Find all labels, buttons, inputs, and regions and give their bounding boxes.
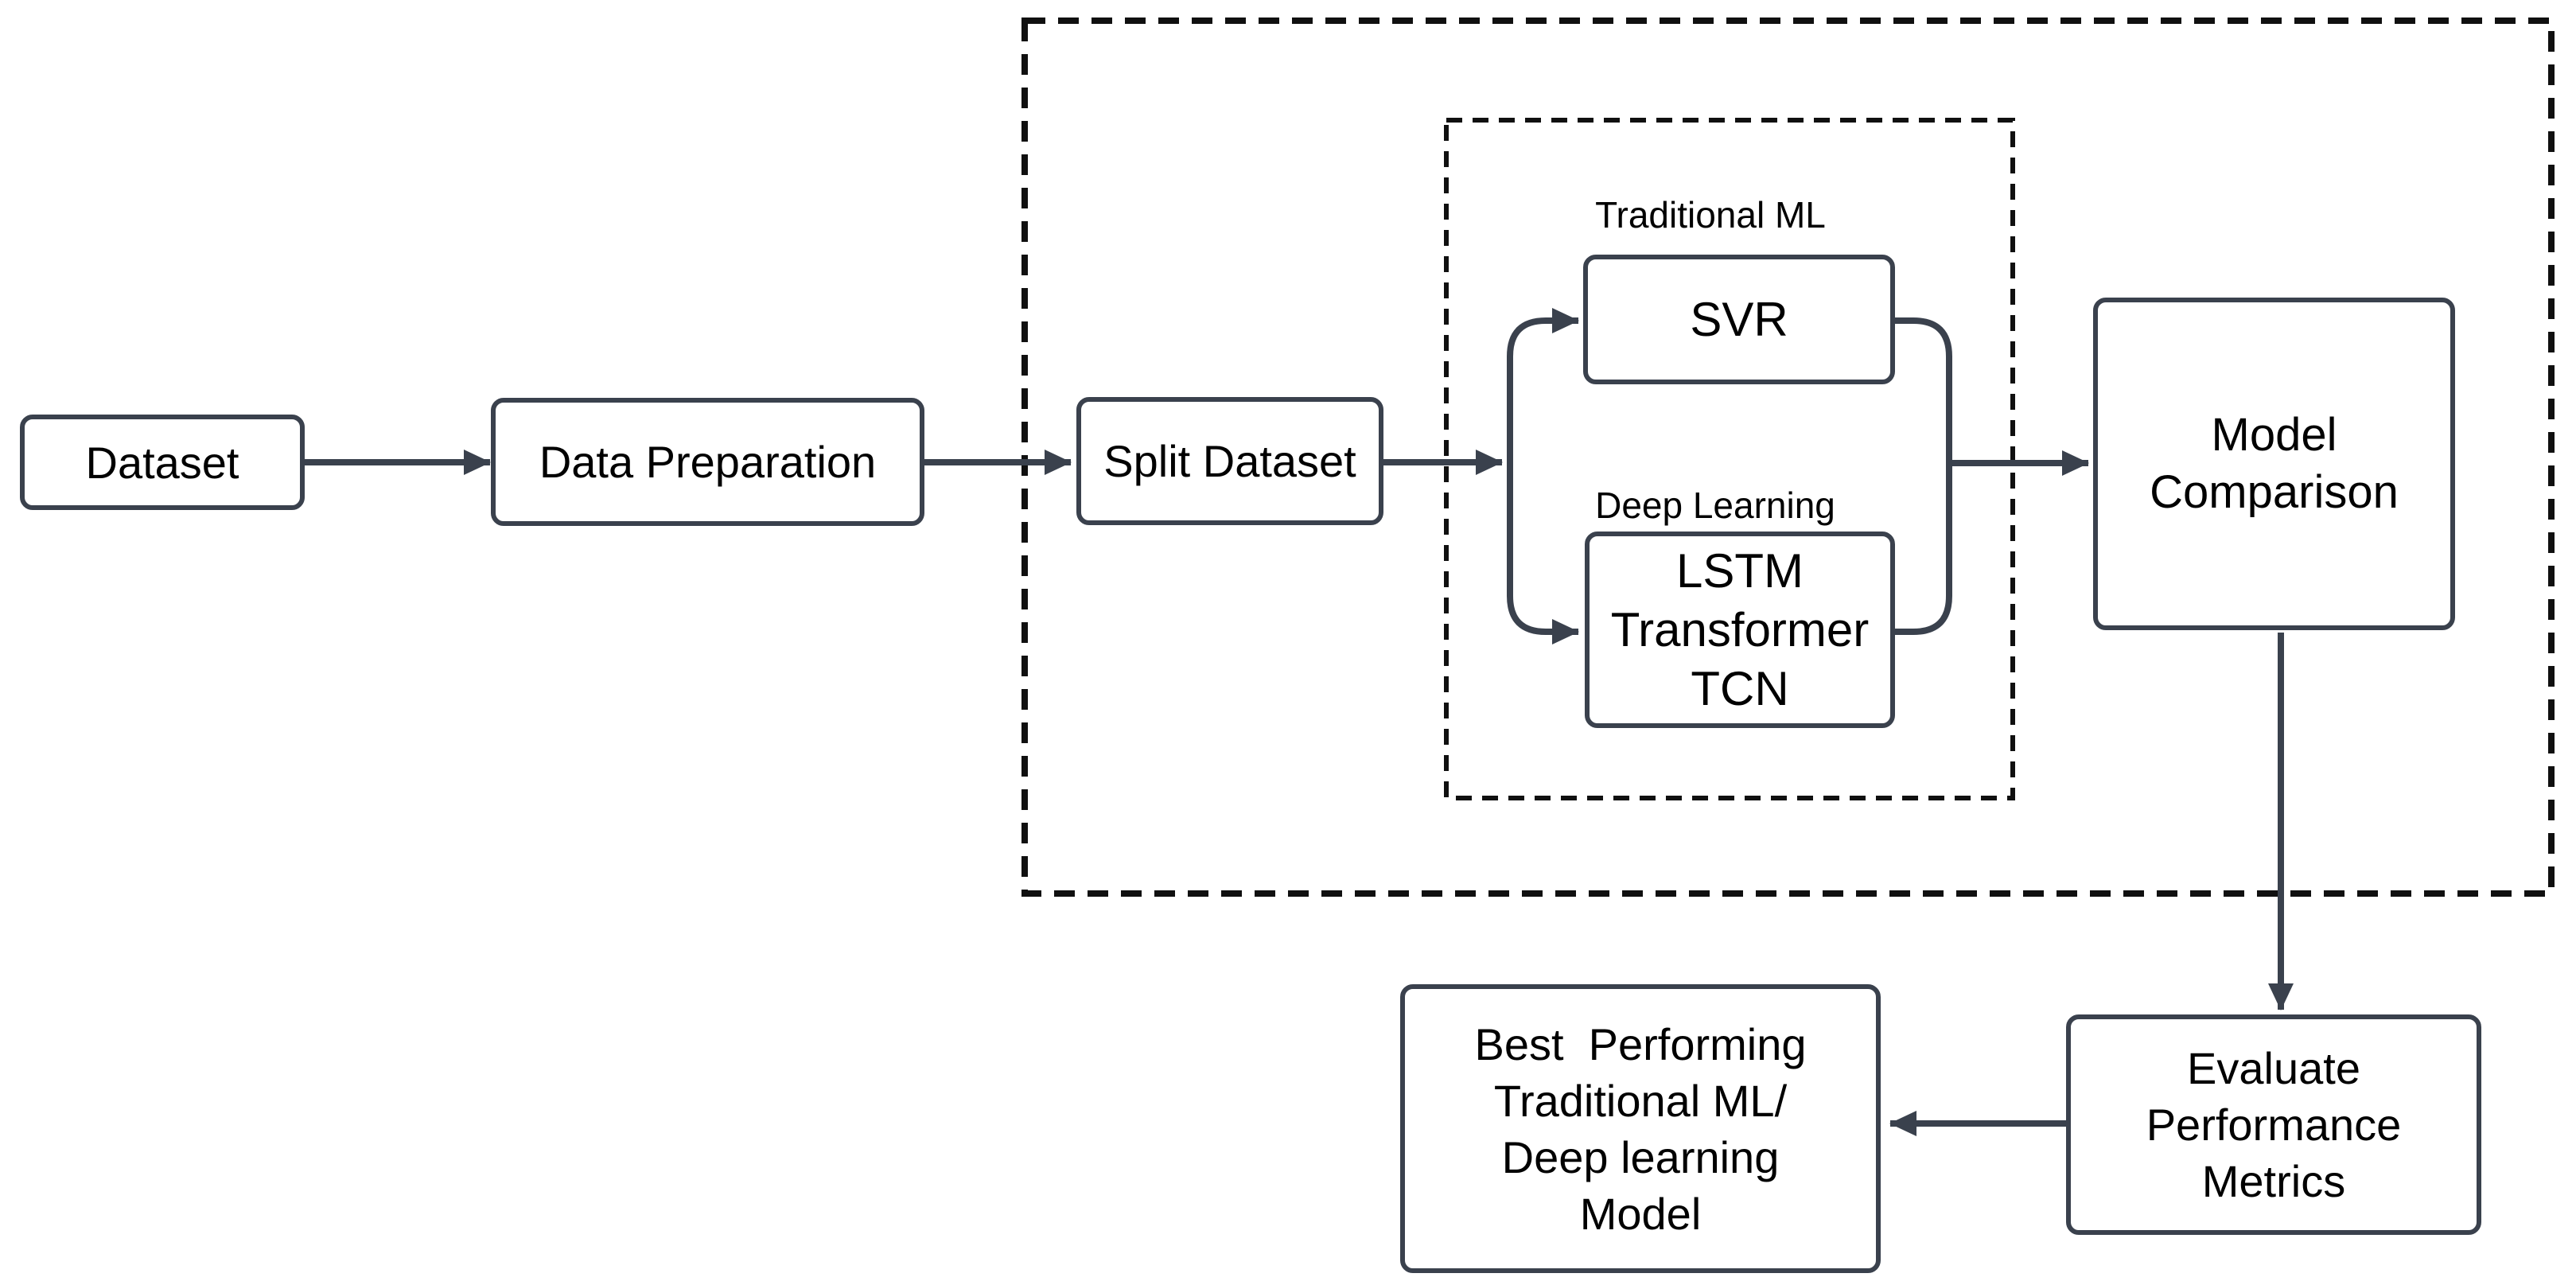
node-dataset-label: Dataset xyxy=(85,437,239,488)
node-evaluate-metrics-line-3: Metrics xyxy=(2201,1156,2346,1206)
node-split-dataset-label: Split Dataset xyxy=(1103,436,1356,486)
node-data-preparation: Data Preparation xyxy=(491,398,924,526)
node-best-model-line-1: Best Performing xyxy=(1474,1018,1807,1069)
node-split-dataset: Split Dataset xyxy=(1076,397,1383,525)
node-model-comparison-line-1: Model xyxy=(2211,409,2337,461)
node-evaluate-metrics-line-1: Evaluate xyxy=(2187,1043,2360,1093)
node-best-model: Best Performing Traditional ML/ Deep lea… xyxy=(1400,984,1881,1273)
node-deep-models-line-2: Transformer xyxy=(1610,602,1870,656)
node-best-model-line-3: Deep learning xyxy=(1501,1131,1780,1182)
models-dashed-group-border xyxy=(1444,118,2015,800)
node-svr-label: SVR xyxy=(1690,292,1788,346)
node-evaluate-metrics-line-2: Performance xyxy=(2146,1100,2402,1150)
node-deep-models-line-1: LSTM xyxy=(1675,543,1804,598)
arrow-fork-to-deep-models xyxy=(1507,459,1579,644)
node-model-comparison: Model Comparison xyxy=(2093,298,2455,630)
node-data-preparation-label: Data Preparation xyxy=(539,437,877,487)
node-svr: SVR xyxy=(1583,255,1895,384)
group-label-deep-learning: Deep Learning xyxy=(1595,485,1835,526)
node-best-model-line-2: Traditional ML/ xyxy=(1493,1075,1788,1126)
node-deep-models-line-3: TCN xyxy=(1691,661,1789,715)
node-model-comparison-line-2: Comparison xyxy=(2150,466,2399,518)
node-evaluate-metrics: Evaluate Performance Metrics xyxy=(2066,1014,2481,1235)
line-deep-models-to-merge xyxy=(1895,460,1952,635)
node-dataset: Dataset xyxy=(20,415,305,510)
node-best-model-line-4: Model xyxy=(1579,1188,1702,1239)
line-svr-to-merge xyxy=(1895,317,1952,466)
node-deep-models: LSTM Transformer TCN xyxy=(1585,532,1895,728)
arrow-fork-to-svr xyxy=(1507,308,1579,465)
group-label-traditional-ml: Traditional ML xyxy=(1595,194,1826,236)
outer-dashed-group-border xyxy=(1021,18,2555,897)
